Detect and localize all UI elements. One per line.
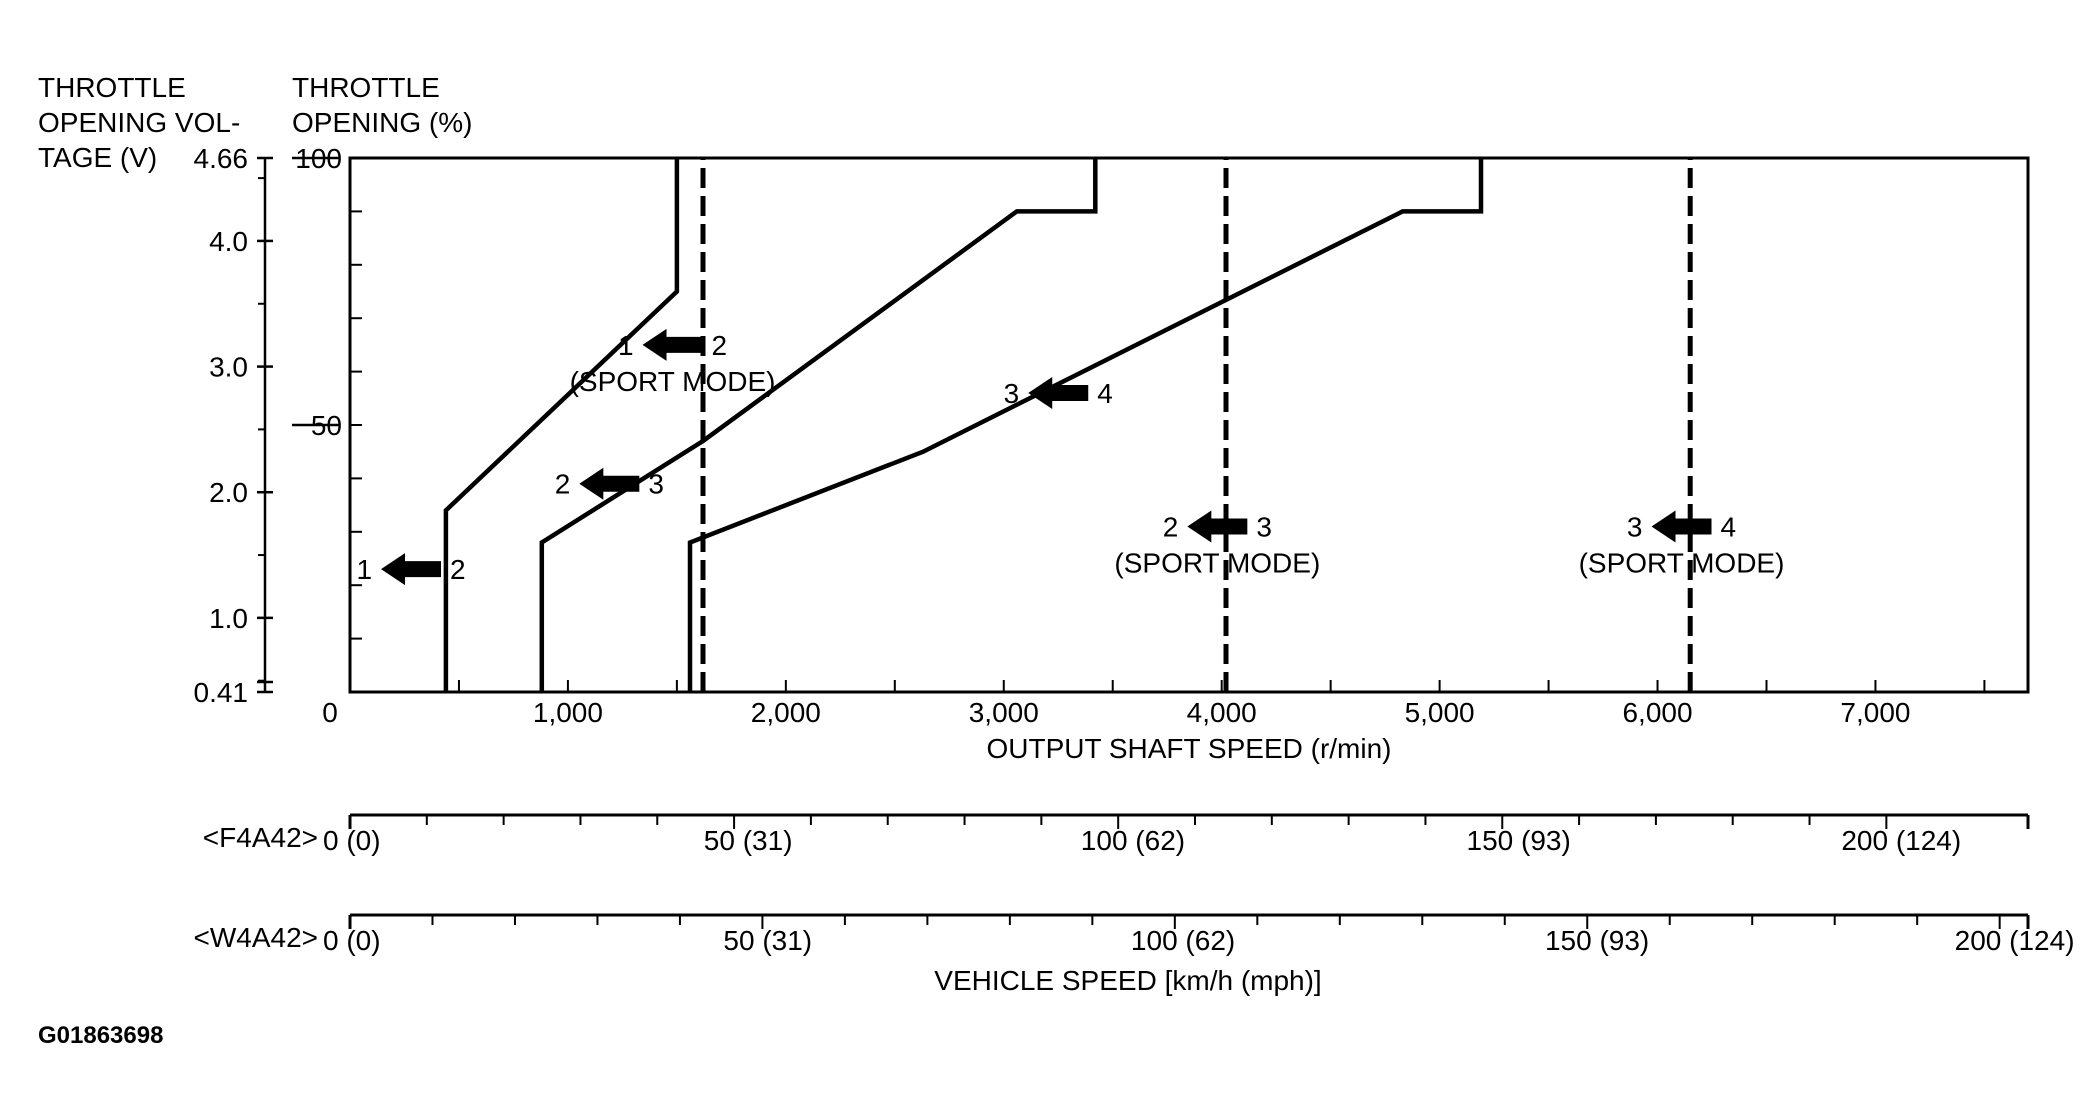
x-axis: 0 1,000 2,000 3,000 4,000 5,000 6,000 7,000OUTP… [322,697,1910,764]
shift-from-gear: 1 [356,554,372,585]
shift-mode-label: (SPORT MODE) [570,366,776,397]
plot-frame [348,156,2030,694]
speed-scale-label: <F4A42> [203,822,318,853]
left-axis-title-line: OPENING VOL- [38,107,240,138]
shift-to-gear: 2 [712,330,728,361]
axis-titles: THROTTLE OPENING VOL- TAGE (V) THROTTLE OPEN… [38,72,472,173]
series-line-downshift-2-3 [539,158,1098,692]
shift-arrow-icon [1187,510,1248,543]
y-axis: 100 50 [292,143,342,441]
x-axis-tick-label: 4,000 [1187,697,1257,728]
annotation-sport-shift-1-2: 1 2 (SPORT MODE) [570,328,776,397]
shift-mode-label: (SPORT MODE) [1114,547,1320,578]
left-axis-tick-label: 4.66 [194,143,249,174]
shift-arrow-icon [381,553,442,586]
speed-scale-tick-label: 0 (0) [323,825,381,856]
shift-arrow-icon [579,467,640,500]
speed-scale-tick-label: 200 (124) [1955,925,2075,956]
left-axis-tick-label: 3.0 [209,352,248,383]
shift-arrow-icon [1028,376,1089,409]
speed-scale-label: <W4A42> [193,922,318,953]
left-axis-tick-label: 4.0 [209,226,248,257]
shift-to-gear: 4 [1097,378,1113,409]
speed-scale-tick-label: 50 (31) [704,825,793,856]
minor-ticks [350,210,1986,692]
x-axis-tick-label: 6,000 [1622,697,1692,728]
speed-scale-tick-label: 50 (31) [723,925,812,956]
shift-arrow-icon [642,328,703,361]
shift-from-gear: 2 [555,469,571,500]
shift-to-gear: 3 [648,469,664,500]
left-axis-tick-label: 0.41 [194,677,249,708]
speed-scale-tick-label: 100 (62) [1131,925,1235,956]
left-axis-title-line: THROTTLE [38,72,186,103]
vehicle-speed-title: VEHICLE SPEED [km/h (mph)] [934,965,1321,996]
shift-from-gear: 1 [618,330,634,361]
y-axis-title-line: OPENING (%) [292,107,472,138]
x-axis-tick-label: 3,000 [969,697,1039,728]
y-axis-tick-label: 50 [311,410,342,441]
speed-scale-tick-label: 150 (93) [1545,925,1649,956]
left-axis-tick-label: 2.0 [209,477,248,508]
speed-scale-w4a42: <W4A42>0 (0) 50 (31) 100 (62) 150 (93) 200 (… [193,913,2075,956]
figure-code: G01863698 [38,1022,163,1049]
left-axis: 4.66 4.0 3.0 2.0 1.0 0.41 [194,143,273,708]
speed-scale-tick-label: 200 (124) [1841,825,1961,856]
y-axis-title-line: THROTTLE [292,72,440,103]
series-group [443,158,1693,692]
x-axis-tick-label: 0 [322,697,338,728]
x-axis-tick-label: 5,000 [1405,697,1475,728]
x-axis-tick-label: 2,000 [751,697,821,728]
y-axis-tick-label: 100 [295,143,342,174]
series-line-downshift-3-4 [687,158,1484,692]
x-axis-title: OUTPUT SHAFT SPEED (r/min) [986,733,1391,764]
shift-from-gear: 3 [1627,511,1643,542]
left-axis-tick-label: 1.0 [209,603,248,634]
shift-to-gear: 2 [450,554,466,585]
x-axis-tick-label: 1,000 [533,697,603,728]
left-axis-title-line: TAGE (V) [38,142,157,173]
shift-arrow-icon [1651,510,1712,543]
x-axis-tick-label: 7,000 [1840,697,1910,728]
speed-scale-tick-label: 0 (0) [323,925,381,956]
annotation-sport-shift-3-4: 3 4 (SPORT MODE) [1579,510,1785,578]
speed-scale-f4a42: <F4A42>0 (0) 50 (31) 100 (62) 150 (93) 200 (… [203,813,2030,856]
shift-mode-label: (SPORT MODE) [1579,547,1785,578]
annotation-sport-shift-2-3: 2 3 (SPORT MODE) [1114,510,1320,578]
series-line-downshift-1-2 [443,158,680,692]
shift-from-gear: 2 [1163,511,1179,542]
shift-from-gear: 3 [1004,378,1020,409]
shift-to-gear: 3 [1256,511,1272,542]
shift-to-gear: 4 [1721,511,1737,542]
vehicle-speed-scales: <F4A42>0 (0)50 (31)100 (62)150 (93)200 (… [193,813,2075,996]
speed-scale-tick-label: 150 (93) [1467,825,1571,856]
speed-scale-tick-label: 100 (62) [1081,825,1185,856]
